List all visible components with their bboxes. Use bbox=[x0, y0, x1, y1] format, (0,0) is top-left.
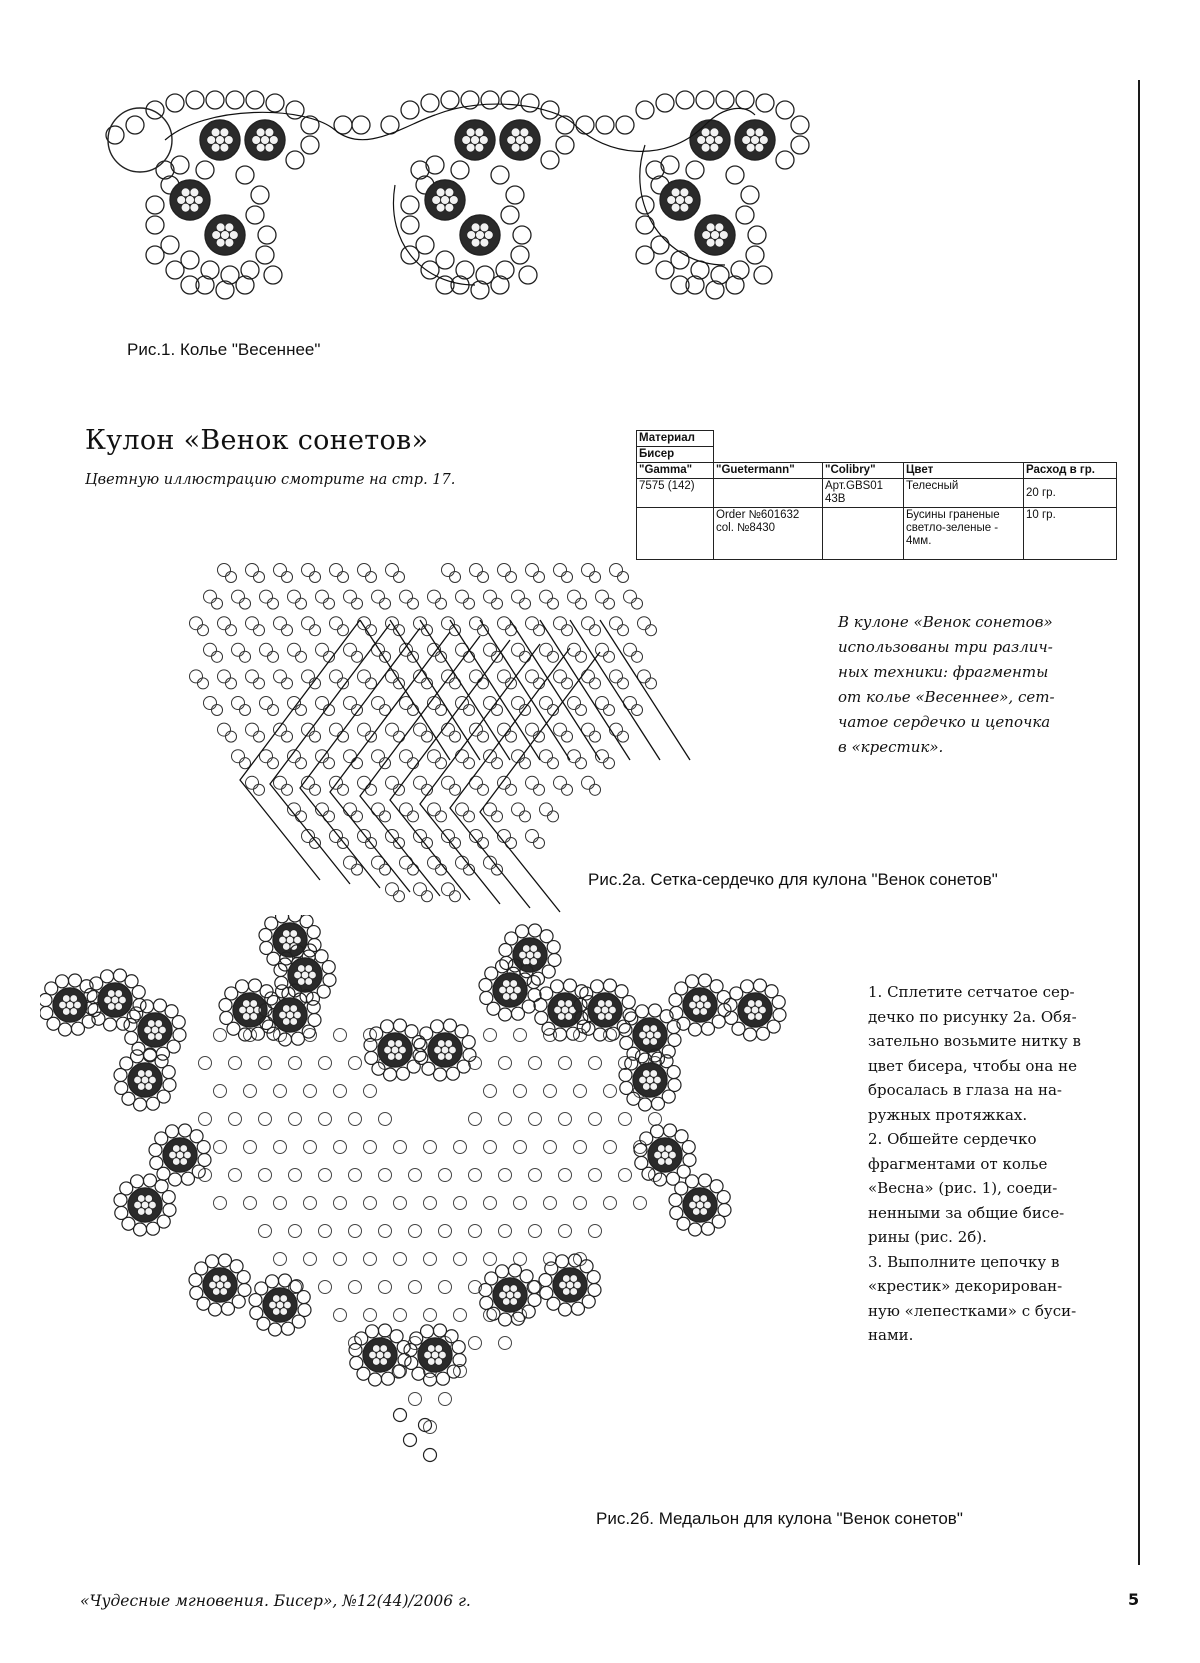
step-line: зательно возьмите нитку в bbox=[868, 1032, 1081, 1050]
cell-usage-1: 20 гр. bbox=[1023, 478, 1117, 508]
cell-guetermann-2: Order №601632 col. №8430 bbox=[713, 507, 823, 560]
instructions-text: 1. Сплетите сетчатое сер- дечко по рисун… bbox=[868, 980, 1112, 1348]
step-line: рины (рис. 2б). bbox=[868, 1228, 987, 1246]
cell-guetermann-1 bbox=[713, 478, 823, 508]
col-colibry: "Colibry" bbox=[822, 462, 904, 479]
step-line: цвет бисера, чтобы она не bbox=[868, 1056, 1078, 1075]
intro-line: В кулоне «Венок сонетов» bbox=[838, 613, 1053, 631]
step-line: фрагментами от колье bbox=[868, 1154, 1048, 1173]
step-line: 2. Обшейте сердечко bbox=[868, 1130, 1037, 1148]
step-line: бросалась в глаза на на- bbox=[868, 1081, 1062, 1099]
page-border-line bbox=[1138, 80, 1140, 1565]
intro-line: чатое сердечко и цепочка bbox=[838, 713, 1051, 731]
intro-text: В кулоне «Венок сонетов» использованы тр… bbox=[838, 610, 1114, 760]
step-line: 1. Сплетите сетчатое сер- bbox=[868, 983, 1075, 1001]
col-guetermann: "Guetermann" bbox=[713, 462, 823, 479]
materials-table: Материал Бисер "Gamma" "Guetermann" "Col… bbox=[636, 430, 1117, 560]
cell-colibry-1: Арт.GBS01 43B bbox=[822, 478, 904, 508]
step-line: нами. bbox=[868, 1326, 914, 1344]
intro-line: от колье «Весеннее», сет- bbox=[838, 688, 1055, 706]
step-line: ную «лепестками» с буси- bbox=[868, 1301, 1077, 1320]
col-usage: Расход в гр. bbox=[1023, 462, 1117, 479]
article-subtitle: Цветную иллюстрацию смотрите на стр. 17. bbox=[85, 472, 456, 488]
page-number: 5 bbox=[1128, 1590, 1140, 1609]
figure-2b-caption: Рис.2б. Медальон для кулона "Венок сонет… bbox=[596, 1509, 963, 1528]
cell-gamma-1: 7575 (142) bbox=[636, 478, 714, 508]
necklace-diagram bbox=[105, 90, 810, 300]
step-line: 3. Выполните цепочку в bbox=[868, 1252, 1060, 1271]
cell-gamma-2 bbox=[636, 507, 714, 560]
cell-usage-2: 10 гр. bbox=[1023, 507, 1117, 560]
intro-line: в «крестик». bbox=[838, 738, 944, 756]
step-line: дечко по рисунку 2а. Обя- bbox=[868, 1007, 1077, 1026]
intro-line: использованы три различ- bbox=[838, 638, 1053, 656]
col-gamma: "Gamma" bbox=[636, 462, 714, 479]
step-line: ненными за общие бисе- bbox=[868, 1203, 1065, 1222]
step-line: «Весна» (рис. 1), соеди- bbox=[868, 1179, 1058, 1197]
cell-colibry-2 bbox=[822, 507, 904, 560]
col-color: Цвет bbox=[903, 462, 1024, 479]
cell-color-2: Бусины граненые светло-зеленые - 4мм. bbox=[903, 507, 1024, 560]
step-line: ружных протяжках. bbox=[868, 1105, 1028, 1124]
article-title: Кулон «Венок сонетов» bbox=[85, 425, 429, 456]
medallion-diagram bbox=[40, 915, 787, 1463]
table-header-material: Материал bbox=[636, 430, 714, 447]
intro-line: ных техники: фрагменты bbox=[838, 663, 1049, 681]
figure-2a-caption: Рис.2а. Сетка-сердечко для кулона "Венок… bbox=[588, 870, 998, 889]
heart-net-diagram bbox=[189, 563, 691, 913]
footer-publication: «Чудесные мгновения. Бисер», №12(44)/200… bbox=[80, 1592, 471, 1610]
cell-color-1: Телесный bbox=[903, 478, 1024, 508]
table-header-beads: Бисер bbox=[636, 446, 714, 463]
figure-1-caption: Рис.1. Колье "Весеннее" bbox=[127, 340, 321, 359]
step-line: «крестик» декорирован- bbox=[868, 1277, 1063, 1295]
